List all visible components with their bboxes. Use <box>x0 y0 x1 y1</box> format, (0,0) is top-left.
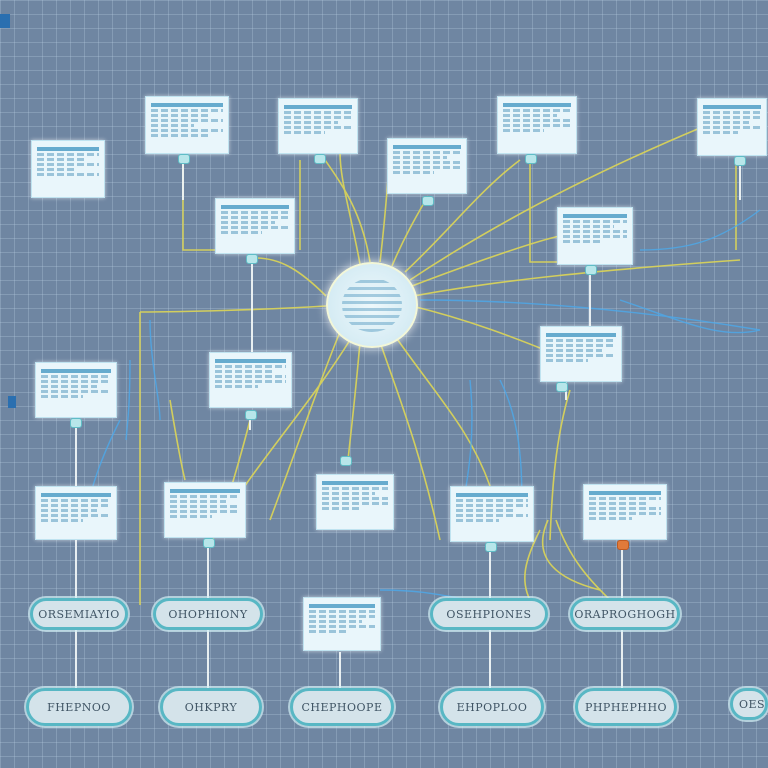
node-card[interactable] <box>497 96 577 154</box>
node-card[interactable] <box>540 326 622 382</box>
node-card[interactable] <box>164 482 246 538</box>
pill-node[interactable]: ORAPROGHOGH <box>570 598 680 630</box>
connector-icon <box>70 418 82 428</box>
corner-marker-icon <box>0 14 10 28</box>
connector-icon <box>422 196 434 206</box>
node-card[interactable] <box>31 140 105 198</box>
connector-icon <box>556 382 568 392</box>
node-card[interactable] <box>303 597 381 651</box>
pill-node[interactable]: CHEPHOOPE <box>290 688 394 726</box>
node-card[interactable] <box>450 486 534 542</box>
connector-icon <box>734 156 746 166</box>
node-card[interactable] <box>35 362 117 418</box>
connector-icon <box>246 254 258 264</box>
connector-icon <box>245 410 257 420</box>
node-card[interactable] <box>387 138 467 194</box>
connector-icon <box>525 154 537 164</box>
pill-node[interactable]: OHKPRY <box>160 688 262 726</box>
connector-icon <box>485 542 497 552</box>
connector-icon <box>340 456 352 466</box>
node-card[interactable] <box>209 352 292 408</box>
node-card[interactable] <box>145 96 229 154</box>
node-card[interactable] <box>215 198 295 254</box>
pill-node[interactable]: FHEPNOO <box>26 688 132 726</box>
pill-node[interactable]: ORSEMIAYIO <box>30 598 128 630</box>
node-card[interactable] <box>583 484 667 540</box>
connector-icon <box>585 265 597 275</box>
pill-node[interactable]: OSEHPIONES <box>430 598 548 630</box>
pill-node[interactable]: OESO <box>730 688 768 720</box>
pill-node[interactable]: EHPOPLOO <box>440 688 544 726</box>
connector-icon <box>178 154 190 164</box>
network-hub-icon[interactable] <box>326 262 418 348</box>
pill-node[interactable]: OHOPHIONY <box>153 598 263 630</box>
pill-node[interactable]: PHPHEPHHO <box>575 688 677 726</box>
node-card[interactable] <box>697 98 767 156</box>
connector-icon <box>617 540 629 550</box>
node-card[interactable] <box>35 486 117 540</box>
node-card[interactable] <box>557 207 633 265</box>
connector-icon <box>203 538 215 548</box>
edge-marker-icon <box>8 396 16 408</box>
connector-icon <box>314 154 326 164</box>
node-card[interactable] <box>316 474 394 530</box>
node-card[interactable] <box>278 98 358 154</box>
